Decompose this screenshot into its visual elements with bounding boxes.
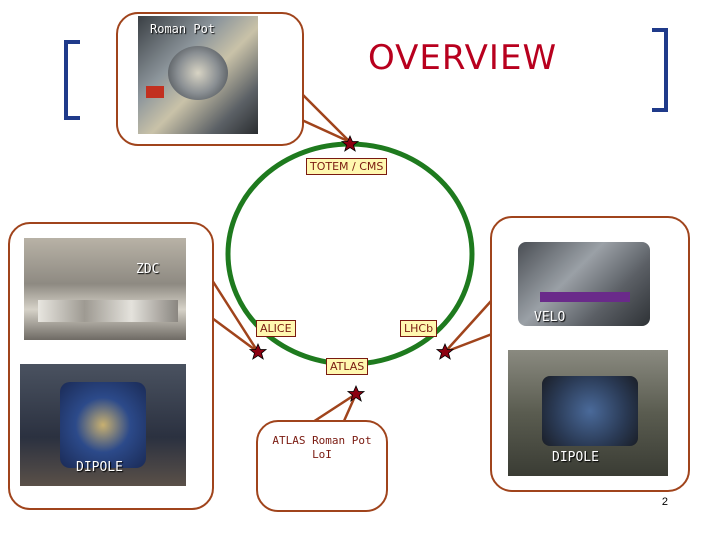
alice-label: ALICE: [256, 320, 296, 337]
velo-connector: [445, 300, 492, 352]
roman-pot-detail: [168, 46, 228, 100]
zdc-detail: [38, 300, 178, 322]
dipole-right-magnet: [542, 376, 638, 446]
zdc-photo: [24, 238, 186, 340]
page-number: 2: [662, 496, 668, 508]
atlas-note-line1: ATLAS Roman Pot: [262, 434, 382, 448]
velo-caption: VELO: [534, 310, 565, 325]
atlas-label: ATLAS: [326, 358, 368, 375]
dipole-left-magnet: [60, 382, 146, 468]
dipole-left-caption: DIPOLE: [76, 460, 123, 475]
velo-photo: [500, 222, 664, 344]
atlas-note-text: ATLAS Roman Pot LoI: [262, 434, 382, 462]
totem-cms-label: TOTEM / CMS: [306, 158, 387, 175]
zdc-caption: ZDC: [136, 262, 159, 277]
roman-pot-accent: [146, 86, 164, 98]
lhcb-label: LHCb: [400, 320, 437, 337]
atlas-note-line2: LoI: [262, 448, 382, 462]
roman-pot-caption: Roman Pot: [150, 22, 215, 36]
velo-accent: [540, 292, 630, 302]
dipole-right-caption: DIPOLE: [552, 450, 599, 465]
